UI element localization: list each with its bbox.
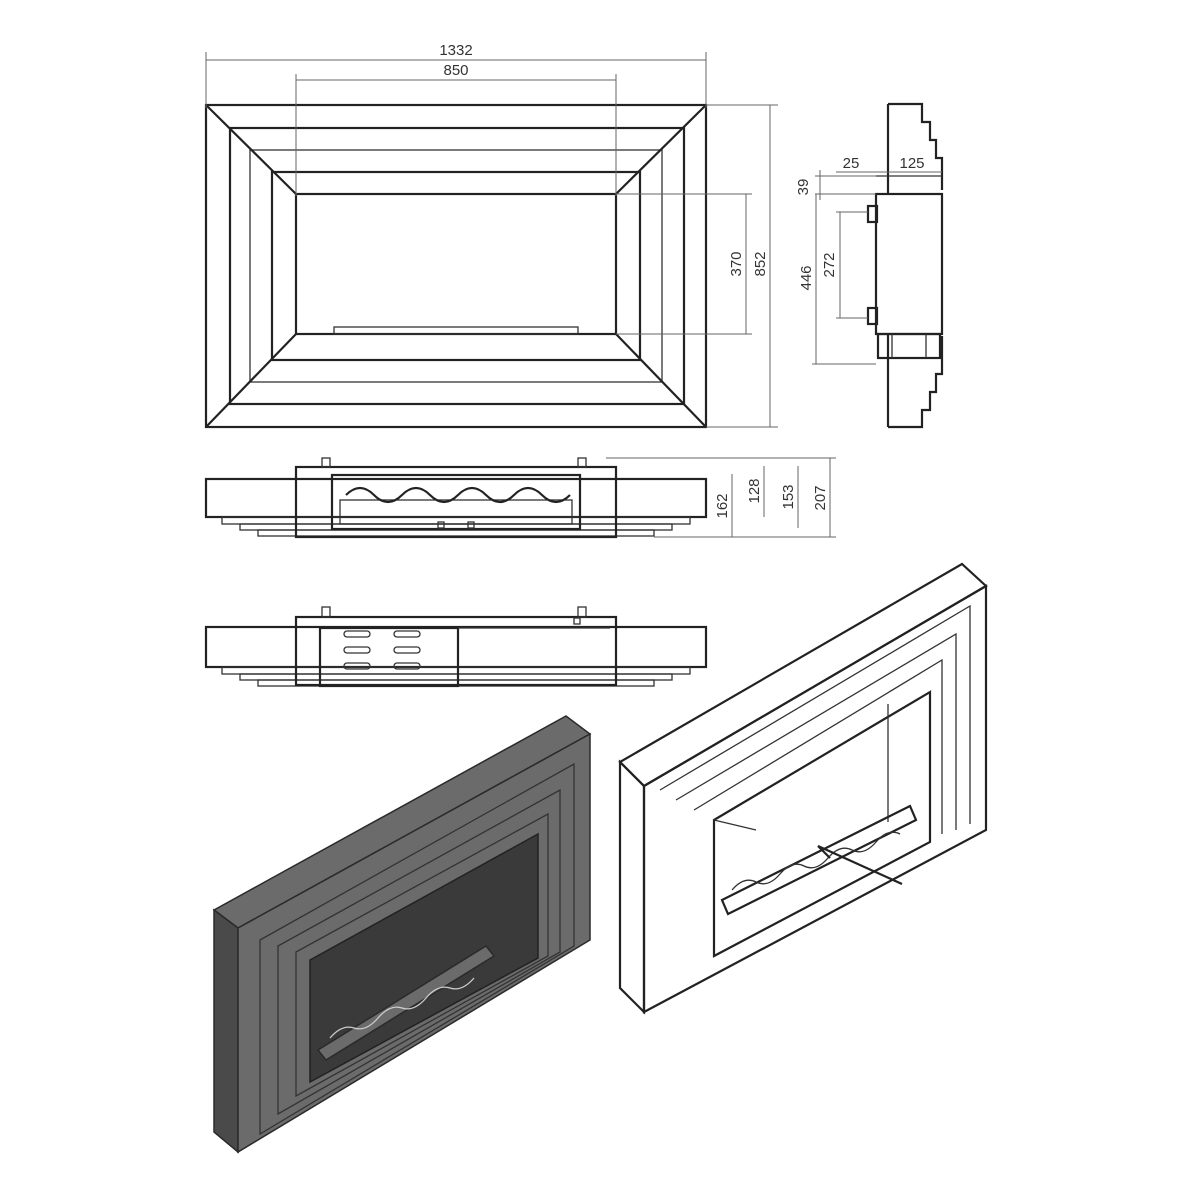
front-view: 1332 850 370 852 [204,42,778,429]
dim-label-1332: 1332 [439,42,472,59]
front-outer-frame [204,103,708,429]
dark-side-face [213,908,239,1154]
burner-wave [345,486,571,504]
dim-446: 446 [798,194,876,365]
elevation-body [294,465,618,539]
vented-panel [318,626,460,688]
dim-label-446: 446 [798,265,815,290]
front-firebox-opening [294,192,618,336]
dim-162: 162 [714,474,733,537]
front-burner-slot [333,326,579,335]
dim-1332: 1332 [205,42,707,108]
dim-128: 128 [746,466,765,517]
burner-tray [330,473,582,531]
outline-firebox [712,690,932,958]
dim-label-207: 207 [812,485,829,510]
side-view: 25 125 39 446 272 [795,102,944,429]
dim-label-162: 162 [714,493,731,518]
dim-label-272: 272 [821,252,838,277]
elevation-view-1: 162 128 153 207 [204,457,836,539]
dim-125: 125 [876,155,942,173]
dim-39: 39 [795,170,876,200]
dim-272: 272 [821,211,868,319]
dim-label-25: 25 [843,155,860,172]
dark-burner-tray [316,945,496,1061]
outline-front-face [642,584,988,1014]
isometric-render-outline [618,562,988,1015]
outline-side-face [618,759,646,1015]
dim-label-39: 39 [795,179,812,196]
dim-label-370: 370 [728,251,745,276]
isometric-render-dark [212,715,592,1154]
dim-852: 852 [706,104,778,428]
dim-153: 153 [780,466,799,528]
dim-850: 850 [295,62,617,196]
dim-label-128: 128 [746,478,763,503]
dim-label-125: 125 [899,155,924,172]
side-body [874,192,944,336]
outline-tool-handle [817,844,903,886]
dim-370: 370 [616,193,752,335]
dim-label-852: 852 [752,251,769,276]
elevation-view-2 [204,606,708,688]
dim-label-850: 850 [443,62,468,79]
dim-label-153: 153 [780,484,797,509]
dim-207: 207 [606,457,836,538]
outline-burner-tray [720,804,918,916]
dim-25: 25 [836,155,876,173]
